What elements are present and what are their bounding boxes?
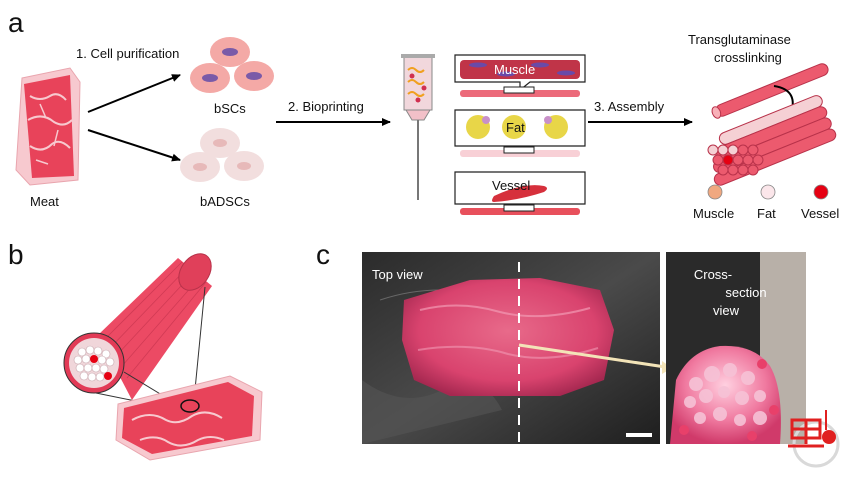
legend-swatch-fat	[760, 184, 776, 200]
legend-swatch-muscle	[707, 184, 723, 200]
muscle-fiber-label: Muscle	[494, 62, 535, 77]
meat-slab-a	[15, 67, 81, 186]
cross-section-label-3: view	[713, 303, 740, 318]
panel-b-letter: b	[8, 239, 24, 270]
assembled-fiber-bundle	[707, 63, 837, 186]
watermark-logo	[788, 410, 840, 468]
vessel-fiber-label: Vessel	[492, 178, 530, 193]
arrow-to-bscs	[87, 74, 181, 113]
top-view-label: Top view	[372, 267, 423, 282]
legend: Muscle Fat Vessel	[693, 184, 839, 221]
photo-cross-section	[666, 252, 806, 444]
photo-top-view	[362, 252, 673, 444]
fat-fiber-box	[454, 109, 586, 157]
legend-label-vessel: Vessel	[801, 206, 839, 221]
badscs-cells	[180, 128, 264, 182]
bscs-cells	[190, 37, 274, 93]
legend-label-fat: Fat	[757, 206, 776, 221]
crosslink-label-2: crosslinking	[714, 50, 782, 65]
bscs-label: bSCs	[214, 101, 246, 116]
panel-a-letter: a	[8, 7, 24, 38]
step3-label: 3. Assembly	[594, 99, 665, 114]
vessel-fiber-box	[454, 171, 586, 215]
legend-swatch-vessel	[813, 184, 829, 200]
legend-label-muscle: Muscle	[693, 206, 734, 221]
step1-label: 1. Cell purification	[76, 46, 179, 61]
arrow-to-badscs	[87, 129, 181, 162]
syringe-icon	[401, 54, 435, 200]
crosslink-label-1: Transglutaminase	[688, 32, 791, 47]
cross-section-label-2: section	[725, 285, 766, 300]
meat-slab-b	[115, 375, 263, 461]
meat-label: Meat	[30, 194, 59, 209]
panel-c-letter: c	[316, 239, 330, 270]
step2-label: 2. Bioprinting	[288, 99, 364, 114]
cross-section-label-1: Cross-	[694, 267, 732, 282]
fat-fiber-label: Fat	[506, 120, 525, 135]
muscle-fiber-box	[454, 54, 586, 97]
badscs-label: bADSCs	[200, 194, 250, 209]
